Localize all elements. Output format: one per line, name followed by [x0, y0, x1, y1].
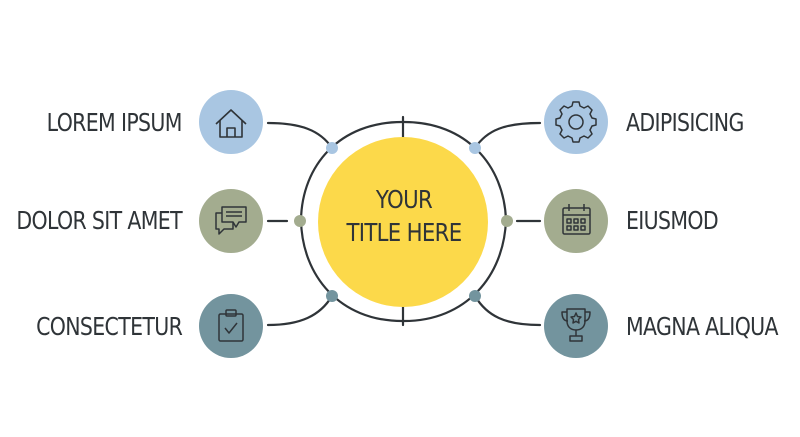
node-magna-aliqua [544, 294, 608, 358]
label-adipisicing: ADIPISICING [626, 108, 744, 137]
center-title-line2: TITLE HERE [346, 218, 462, 247]
label-magna-aliqua: MAGNA ALIQUA [626, 312, 779, 341]
label-consectetur: CONSECTETUR [35, 312, 183, 341]
gear-icon [555, 101, 597, 143]
dot-top-right [469, 142, 481, 154]
dot-middle-left [294, 215, 306, 227]
connector-right-1 [473, 121, 542, 150]
connector-left-1 [266, 121, 334, 150]
dot-bottom-left [326, 290, 338, 302]
chat-icon [215, 206, 247, 235]
node-eiusmod [544, 189, 608, 253]
connector-right-3 [473, 294, 542, 327]
dot-middle-right [501, 215, 513, 227]
label-lorem-ipsum: LOREM IPSUM [46, 108, 183, 137]
label-eiusmod: EIUSMOD [626, 206, 719, 235]
clipboard-check-icon [218, 309, 244, 342]
calendar-icon [562, 204, 591, 235]
home-icon [215, 109, 247, 138]
connector-left-3 [266, 294, 334, 327]
center-title: YOUR TITLE HERE [333, 183, 476, 249]
label-dolor-sit-amet: DOLOR SIT AMET [16, 206, 182, 235]
node-dolor-sit-amet [199, 189, 263, 253]
dot-top-left [326, 142, 338, 154]
dot-bottom-right [469, 290, 481, 302]
center-title-line1: YOUR [375, 185, 433, 214]
center-circle [318, 137, 488, 307]
node-consectetur [199, 294, 263, 358]
node-adipisicing [544, 90, 608, 154]
node-lorem-ipsum [199, 90, 263, 154]
trophy-icon [561, 308, 591, 342]
